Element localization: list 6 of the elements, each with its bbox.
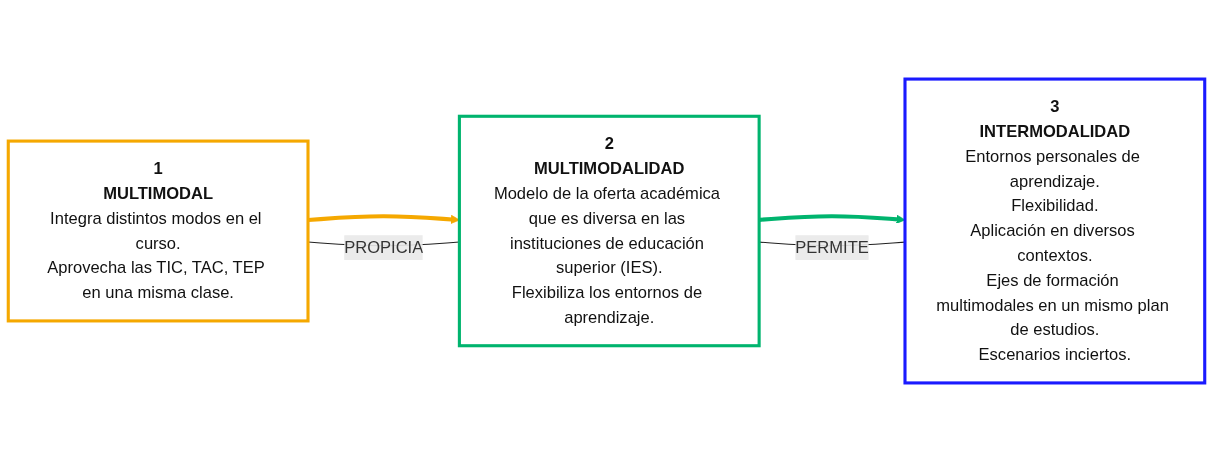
node-box: 2 MULTIMODALIDAD Modelo de la oferta académica que es diversa en las instituciones de educación superior (IES). Flexibiliza los entornos de aprendizaje. bbox=[457, 114, 761, 348]
arrow bbox=[307, 214, 460, 224]
edge-label: PERMITE bbox=[795, 238, 869, 256]
node-box: 3 INTERMODALIDAD Entornos personales de aprendizaje. Flexibilidad. Aplicación en diversos contextos. Ejes de formación multimodales en un mismo plan de estudios. Escenarios inciertos. bbox=[903, 77, 1207, 385]
edge-label: PROPICIA bbox=[344, 238, 424, 256]
node-box: 1 MULTIMODAL Integra distintos modos en el curso. Aprovecha las TIC, TAC, TEP en una misma clase. bbox=[6, 139, 310, 323]
